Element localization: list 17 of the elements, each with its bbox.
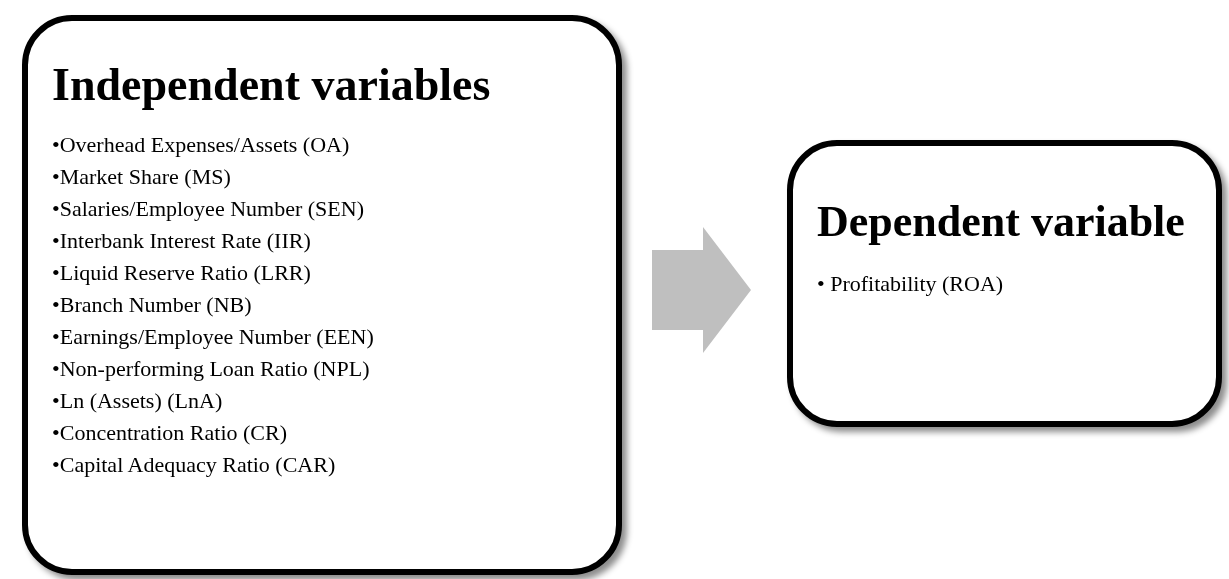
list-item: •Salaries/Employee Number (SEN) xyxy=(52,195,364,223)
rounded-box xyxy=(22,15,622,575)
block-arrow xyxy=(652,227,751,353)
list-item: •Concentration Ratio (CR) xyxy=(52,419,287,447)
box-heading: Dependent variable xyxy=(817,196,1186,248)
list-item: •Overhead Expenses/Assets (OA) xyxy=(52,131,350,159)
list-item: •Liquid Reserve Ratio (LRR) xyxy=(52,259,311,287)
list-item: •Branch Number (NB) xyxy=(52,291,252,319)
box-heading: Independent variables xyxy=(52,58,492,112)
list-item: •Capital Adequacy Ratio (CAR) xyxy=(52,451,336,479)
list-item: • Profitability (ROA) xyxy=(817,270,1004,298)
list-item: •Market Share (MS) xyxy=(52,163,231,191)
list-item: •Interbank Interest Rate (IIR) xyxy=(52,227,311,255)
list-item: •Ln (Assets) (LnA) xyxy=(52,387,223,415)
list-item: •Earnings/Employee Number (EEN) xyxy=(52,323,374,351)
list-item: •Non-performing Loan Ratio (NPL) xyxy=(52,355,370,383)
rounded-box xyxy=(787,140,1222,427)
